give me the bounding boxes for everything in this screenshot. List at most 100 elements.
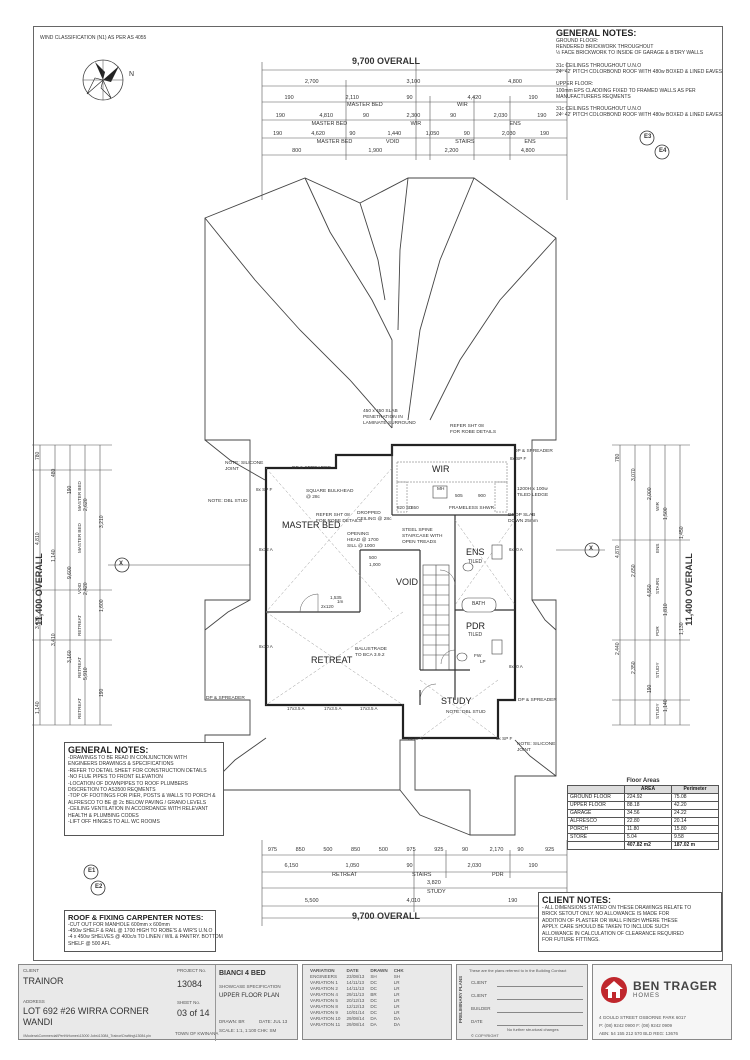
note-line: APPLY. CARE SHOULD BE TAKEN TO INCLUDE S…: [542, 924, 669, 931]
client-notes-title: CLIENT NOTES:: [542, 895, 611, 905]
variations-cell: VARIATION 2: [310, 986, 338, 991]
floor-areas-cell: 9.58: [671, 833, 719, 842]
annotation-drop-slab: DROP SLAB: [508, 513, 536, 518]
dim-value: 90: [450, 113, 457, 119]
floor-areas-cell: STORE: [567, 833, 625, 842]
note-line: -LIFT OFF HINGES TO ALL WC ROOMS: [68, 819, 160, 825]
roof-notes-title: ROOF & FIXING CARPENTER NOTES:: [68, 913, 204, 922]
dim-value: PDR: [492, 872, 504, 878]
dim-value: STAIRS: [455, 139, 475, 145]
annotation-sp: 8x SP F: [256, 487, 273, 492]
dim-value: RETREAT: [332, 872, 358, 878]
variations-cell: SH: [393, 974, 401, 979]
dim-value: 975: [267, 847, 278, 853]
note-line: -DRAWINGS TO BE READ IN CONJUNCTION WITH: [68, 755, 187, 761]
floor-areas-cell: GARAGE: [567, 809, 625, 818]
dim-value: 2,030: [501, 131, 516, 137]
note-line: SHELF @ 500 AFL: [68, 940, 111, 947]
dim-value: 90: [406, 95, 413, 101]
marker-e3: E3: [644, 134, 652, 140]
dim-value: 190: [528, 863, 538, 869]
company-logo-icon: [601, 977, 627, 1003]
scale: SCALE: 1:1, 1:100 CHK: SM: [219, 1028, 277, 1033]
room-master-bed: MASTER BED: [282, 520, 341, 530]
sheet-label: SHEET No.: [177, 1000, 201, 1005]
project-number: 13084: [177, 979, 203, 989]
annotation-refer-robe: FOR ROBE DETAILS: [450, 430, 497, 435]
dim-value: 90: [517, 847, 524, 853]
note-line: -REFER TO DETAIL SHEET FOR CONSTRUCTION …: [68, 767, 207, 774]
annotation-refer-robe2: REFER SHT 08: [316, 513, 350, 518]
dim-value: 2,170: [489, 847, 504, 853]
side-dim-label: WIR: [655, 501, 660, 511]
variations-cell: VARIATION 9: [310, 1010, 338, 1015]
dim-value: 190: [273, 131, 283, 137]
floor-areas-header: AREA: [624, 785, 672, 794]
note-line: - ALL DIMENSIONS STATED ON THESE DRAWING…: [542, 905, 692, 911]
room-void: VOID: [396, 577, 419, 587]
note-line: -TOP OF FOOTINGS FOR PIER, POSTS & WALLS…: [68, 793, 216, 800]
side-dim-value: 190: [67, 485, 73, 495]
side-dim-value: 2,420: [83, 582, 89, 596]
annotation-length: 650: [411, 505, 419, 510]
variations-cell: 14/11/13: [346, 986, 365, 991]
variations-cell: DA: [393, 1022, 401, 1027]
client-signature-label-2: CLIENT: [471, 993, 488, 998]
floor-areas-cell: GROUND FLOOR: [567, 793, 625, 802]
annotation-slab: 450 x 450 SLAB: [363, 409, 398, 414]
annotation-balustrade: BALUSTRADE: [355, 647, 387, 652]
marker-x-marker: X: [119, 561, 124, 567]
town: TOWN OF KWINANA: [175, 1031, 219, 1036]
annotation-slab: LAMINATE SURROUND: [363, 421, 416, 426]
dim-value: WIR: [457, 102, 468, 108]
side-dim-label: STAIRS: [655, 577, 660, 595]
dim-value: ENS: [509, 121, 521, 127]
variations-cell: DC: [370, 986, 377, 991]
room-ens: ENS: [466, 547, 485, 557]
room-wir: WIR: [432, 464, 450, 474]
dim-value: VOID: [385, 139, 400, 145]
note-line: 100mm EPS CLADDING FIXED TO FRAMED WALLS…: [556, 87, 696, 94]
dim-value: 925: [434, 847, 444, 853]
floor-areas-cell: 75.08: [671, 793, 719, 802]
annotation-dropped: DROPPED: [357, 511, 381, 516]
annotation-bulkhead: @ 28c: [306, 495, 320, 500]
annotation-dp-spreader: DP & SPREADER: [292, 466, 331, 471]
company-address: 4 GOULD STREET OSBORNE PARK 6017: [599, 1015, 686, 1020]
variations-cell: VARIATION 10: [310, 1016, 341, 1021]
dim-value: 4,800: [508, 79, 522, 85]
file-path: \\Modena\Commercial\Perth\Homes\13000 Jo…: [23, 1034, 151, 1038]
annotation-sp: 8x SP F: [510, 456, 527, 461]
dim-value: 4,420: [467, 95, 482, 101]
annotation-mh: MH: [437, 487, 445, 492]
company-name: BEN TRAGER: [633, 979, 718, 993]
dim-value: WIR: [410, 121, 422, 127]
annotation-opening: OPENING: [347, 532, 370, 537]
floor-areas-header: [567, 785, 625, 794]
annotation-drop-slab: DOWN 25mm: [508, 519, 538, 524]
note-line: 31c CEILINGS THROUGHOUT U.N.O: [556, 62, 642, 69]
variations-cell: LR: [393, 980, 400, 985]
floor-areas-cell: ALFRESCO: [567, 817, 625, 826]
window-code: 8x10 A: [259, 644, 273, 649]
annotation-frameless: FRAMELESS SHWR: [449, 506, 495, 511]
variations-cell: VARIATION 11: [310, 1022, 341, 1027]
note-line: -450w SHELF & RAIL @ 1700 HIGH TO ROBE'S…: [68, 928, 213, 935]
floor-areas-cell: 15.80: [671, 825, 719, 834]
variations-cell: DC: [370, 1010, 377, 1015]
client-name: TRAINOR: [23, 976, 64, 986]
floor-areas-cell: 5.04: [624, 833, 672, 842]
preliminary-block: These are the plans referred to in the B…: [456, 964, 588, 1040]
room-ens-tiled: TILED: [468, 559, 483, 565]
note-line: FOR FUTURE FITTINGS.: [542, 937, 600, 943]
dim-value: 1,050: [345, 863, 360, 869]
side-dim-label: STUDY: [655, 661, 660, 678]
side-dim-value: 3,160: [67, 650, 73, 663]
variations-cell: VARIATION 5: [310, 998, 338, 1003]
